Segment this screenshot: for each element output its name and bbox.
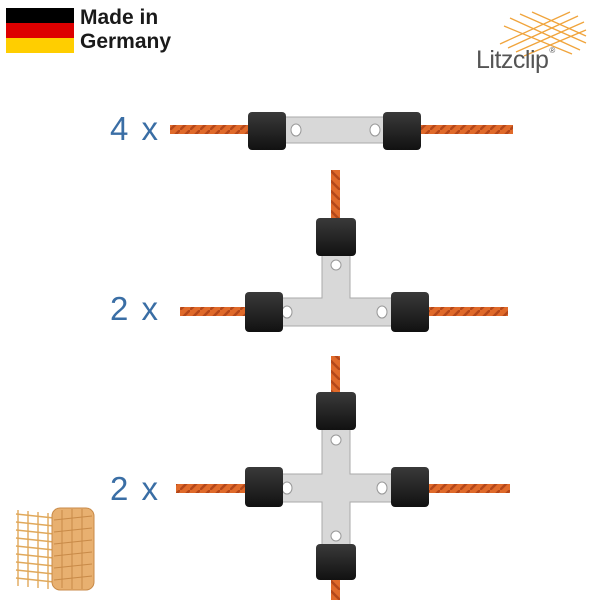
- rope-right: [428, 484, 510, 493]
- clip-left: [245, 292, 283, 332]
- rope-left: [176, 484, 246, 493]
- clip-right: [391, 467, 429, 507]
- clip-left: [248, 112, 286, 150]
- rope-bottom: [331, 578, 340, 600]
- quantity-cross: 2 x: [110, 470, 161, 507]
- brand-name: Litzclip: [476, 46, 549, 74]
- clip-bottom: [316, 544, 356, 580]
- clip-left: [245, 467, 283, 507]
- made-in-line2: Germany: [80, 30, 172, 53]
- registered-mark: ®: [549, 46, 555, 55]
- clip-right: [391, 292, 429, 332]
- rope-top: [331, 356, 340, 396]
- quantity-straight: 4 x: [110, 110, 161, 147]
- clip-top: [316, 218, 356, 256]
- cross-connector: [176, 356, 510, 600]
- litzclip-logo-icon: [499, 11, 587, 57]
- rope-left: [170, 125, 255, 134]
- made-in-germany-label: Made in Germany: [80, 6, 171, 54]
- clip-right: [383, 112, 421, 150]
- rope-right: [418, 125, 513, 134]
- t-connector: [180, 170, 508, 332]
- straight-connector: [170, 112, 513, 150]
- rope-top: [331, 170, 340, 220]
- quantity-t: 2 x: [110, 290, 161, 327]
- germany-flag-icon: [6, 8, 74, 53]
- made-in-line1: Made in: [80, 6, 159, 29]
- rope-right: [428, 307, 508, 316]
- rope-left: [180, 307, 248, 316]
- litzclip-logo-text: Litzclip®: [476, 46, 555, 75]
- netting-roll-icon: [15, 507, 95, 591]
- clip-top: [316, 392, 356, 430]
